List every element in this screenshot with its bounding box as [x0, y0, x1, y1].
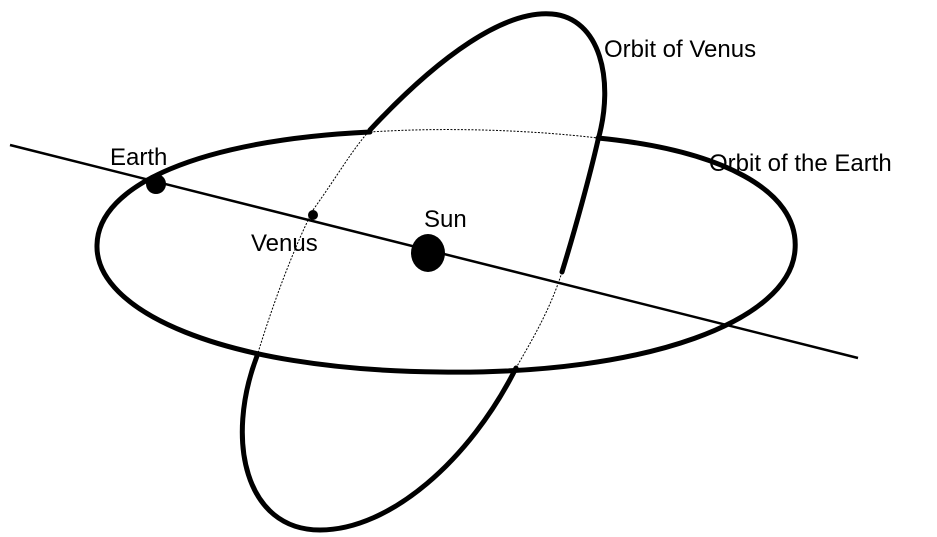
earth-orbit-front: [94, 129, 798, 375]
earth-orbit-back: [369, 129, 599, 139]
venus-body: [308, 210, 318, 220]
venus-orbit-hidden-lower: [515, 271, 563, 369]
venus-orbit-hidden-left: [256, 209, 314, 357]
sun-body: [411, 234, 445, 272]
earth-body: [146, 174, 166, 194]
earth-label: Earth: [110, 144, 167, 171]
venus-orbit-front: [367, 11, 608, 275]
earth-orbit-label: Orbit of the Earth: [709, 150, 892, 177]
venus-orbit-front-lower: [239, 353, 519, 533]
sun-label: Sun: [424, 206, 467, 233]
venus-orbit-label: Orbit of Venus: [604, 36, 756, 63]
venus-label: Venus: [251, 230, 318, 257]
venus-orbit-hidden-upper: [312, 129, 371, 211]
